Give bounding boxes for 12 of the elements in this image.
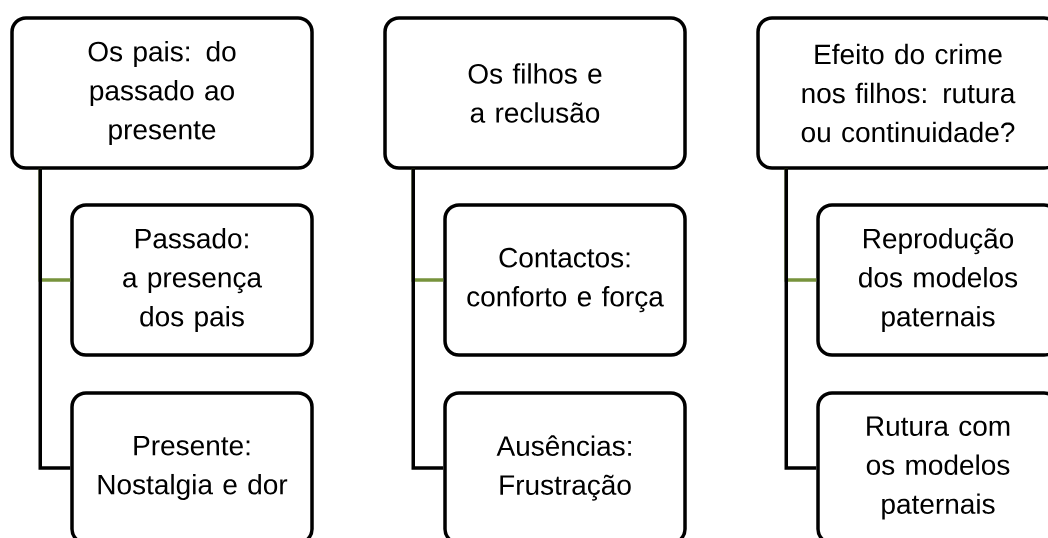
topic-box: Reprodução dos modelos paternais xyxy=(816,203,1048,357)
topic-box: Os filhos e a reclusão xyxy=(383,16,687,170)
topic-box: Rutura com os modelos paternais xyxy=(816,391,1048,538)
connector-line xyxy=(411,168,444,470)
topic-box: Ausências: Frustração xyxy=(443,391,687,538)
topic-box: Efeito do crime nos filhos: rutura ou continuidade? xyxy=(756,16,1048,170)
topic-box: Contactos: conforto e força xyxy=(443,203,687,357)
topic-box: Passado: a presença dos pais xyxy=(70,203,314,357)
connector-line xyxy=(38,168,71,470)
connector-line xyxy=(784,168,817,470)
topic-box: Os pais: do passado ao presente xyxy=(10,16,314,170)
topic-box: Presente: Nostalgia e dor xyxy=(70,391,314,538)
